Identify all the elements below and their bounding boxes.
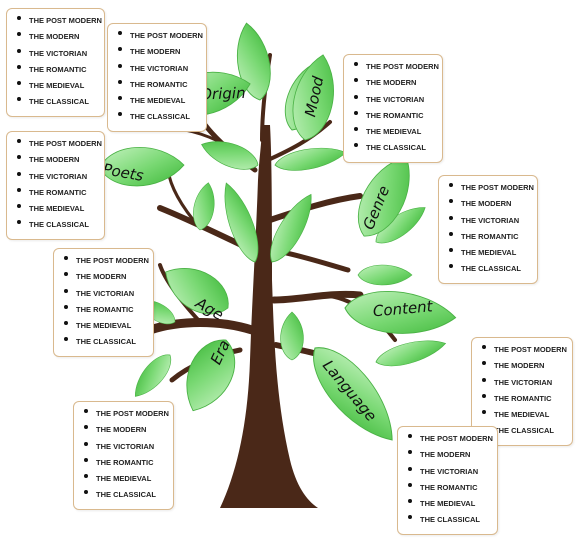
list-item: THE POST MODERN — [408, 431, 493, 447]
list-item: THE POST MODERN — [482, 342, 567, 358]
list-item: THE MODERN — [118, 44, 200, 60]
list-item: THE CLASSICAL — [408, 512, 491, 528]
list-item: THE ROMANTIC — [482, 391, 566, 407]
leaf-content: Content — [342, 286, 459, 340]
list-item: THE ROMANTIC — [408, 480, 491, 496]
leaf-label-origin: Origin — [200, 84, 246, 104]
list-item: THE ROMANTIC — [17, 185, 98, 201]
list-item: THE CLASSICAL — [449, 261, 531, 277]
list-item: THE ROMANTIC — [449, 229, 531, 245]
list-item: THE MODERN — [17, 152, 98, 168]
list-item: THE VICTORIAN — [354, 92, 436, 108]
list-item: THE VICTORIAN — [64, 286, 147, 302]
list-item: THE ROMANTIC — [17, 62, 98, 78]
list-item: THE MODERN — [408, 447, 491, 463]
leaf-mood: Mood — [285, 50, 343, 145]
list-item: THE POST MODERN — [64, 253, 149, 269]
list-item: THE VICTORIAN — [408, 464, 491, 480]
list-item: THE POST MODERN — [449, 180, 534, 196]
list-card-age: THE POST MODERN THE MODERN THE VICTORIAN… — [53, 248, 154, 357]
list-item: THE ROMANTIC — [64, 302, 147, 318]
list-item: THE VICTORIAN — [449, 213, 531, 229]
list-item: THE ROMANTIC — [84, 455, 167, 471]
list-item: THE MEDIEVAL — [64, 318, 147, 334]
list-item: THE MODERN — [449, 196, 531, 212]
list-item: THE POST MODERN — [118, 28, 203, 44]
list-item: THE CLASSICAL — [17, 217, 98, 233]
list-item: THE VICTORIAN — [17, 169, 98, 185]
list-item: THE MODERN — [482, 358, 566, 374]
list-item: THE MEDIEVAL — [449, 245, 531, 261]
list-item: THE MEDIEVAL — [84, 471, 167, 487]
leaf-genre: Genre — [345, 146, 425, 247]
list-card-origin: THE POST MODERN THE MODERN THE VICTORIAN… — [107, 23, 207, 132]
list-item: THE MODERN — [354, 75, 436, 91]
list-item: THE ROMANTIC — [354, 108, 436, 124]
list-card-genre: THE POST MODERN THE MODERN THE VICTORIAN… — [438, 175, 538, 284]
list-item: THE POST MODERN — [84, 406, 169, 422]
list-item: THE POST MODERN — [354, 59, 439, 75]
list-item: THE MODERN — [17, 29, 98, 45]
list-item: THE CLASSICAL — [17, 94, 98, 110]
list-card-era: THE POST MODERN THE MODERN THE VICTORIAN… — [73, 401, 174, 510]
list-item: THE MEDIEVAL — [17, 78, 98, 94]
list-card-poets: THE POST MODERN THE MODERN THE VICTORIAN… — [6, 131, 105, 240]
leaf-era: Era — [172, 330, 247, 421]
list-item: THE MODERN — [84, 422, 167, 438]
list-item: THE MEDIEVAL — [17, 201, 98, 217]
list-item: THE VICTORIAN — [118, 61, 200, 77]
list-item: THE VICTORIAN — [84, 439, 167, 455]
list-item: THE MEDIEVAL — [118, 93, 200, 109]
list-card-mood: THE POST MODERN THE MODERN THE VICTORIAN… — [343, 54, 443, 163]
list-item: THE CLASSICAL — [118, 109, 200, 125]
list-item: THE CLASSICAL — [84, 487, 167, 503]
list-item: THE MEDIEVAL — [408, 496, 491, 512]
list-card-language: THE POST MODERN THE MODERN THE VICTORIAN… — [397, 426, 498, 535]
leaf-label-content: Content — [372, 297, 434, 320]
list-item: THE CLASSICAL — [354, 140, 436, 156]
list-card-poets-top: THE POST MODERN THE MODERN THE VICTORIAN… — [6, 8, 105, 117]
list-item: THE MODERN — [64, 269, 147, 285]
list-item: THE CLASSICAL — [64, 334, 147, 350]
list-item: THE MEDIEVAL — [482, 407, 566, 423]
list-item: THE ROMANTIC — [118, 77, 200, 93]
list-item: THE MEDIEVAL — [354, 124, 436, 140]
list-item: THE POST MODERN — [17, 13, 102, 29]
leaf-origin: Origin — [159, 62, 256, 123]
list-item: THE POST MODERN — [17, 136, 102, 152]
list-item: THE VICTORIAN — [17, 46, 98, 62]
list-item: THE VICTORIAN — [482, 375, 566, 391]
